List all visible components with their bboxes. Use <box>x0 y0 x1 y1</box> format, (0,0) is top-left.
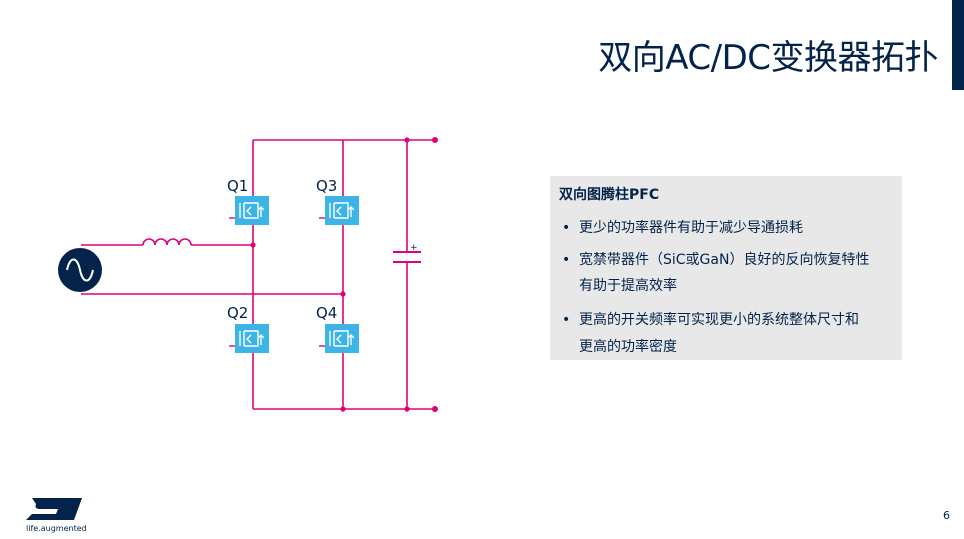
capacitor <box>393 251 421 263</box>
label-q1: Q1 <box>227 177 248 195</box>
bullet-2-line-2: 有助于提高效率 <box>579 278 677 294</box>
tagline: life.augmented <box>26 524 87 533</box>
ac-source-icon <box>58 244 102 295</box>
circuit-wires <box>102 139 435 410</box>
bullet-dot: • <box>562 252 571 268</box>
capacitor-polarity: + <box>410 243 418 253</box>
bullet-dot: • <box>562 312 571 328</box>
bullet-2-line-1: 宽禁带器件（SiC或GaN）良好的反向恢复特性 <box>579 252 870 268</box>
panel-title: 双向图腾柱PFC <box>559 187 660 203</box>
switch-q4-icon <box>325 324 359 353</box>
switch-q3-icon <box>325 196 359 225</box>
label-q4: Q4 <box>316 304 337 322</box>
label-q2: Q2 <box>227 304 248 322</box>
slide-title: 双向AC/DC变换器拓扑 <box>598 38 938 78</box>
bullet-dot: • <box>562 220 571 236</box>
gate-leads <box>229 217 325 347</box>
switch-q2-icon <box>235 324 269 353</box>
st-logo-icon <box>26 498 82 520</box>
label-q3: Q3 <box>316 177 337 195</box>
page-number: 6 <box>943 509 950 522</box>
circuit-nodes <box>250 137 438 412</box>
bullet-3-line-1: 更高的开关频率可实现更小的系统整体尺寸和 <box>579 312 859 328</box>
bullet-3-line-2: 更高的功率密度 <box>579 339 677 355</box>
bullet-1-line-1: 更少的功率器件有助于减少导通损耗 <box>579 220 803 236</box>
switch-q1-icon <box>235 196 269 225</box>
feature-panel: 双向图腾柱PFC • 更少的功率器件有助于减少导通损耗 • 宽禁带器件（SiC或… <box>550 176 902 360</box>
title-accent-bar <box>952 0 964 90</box>
